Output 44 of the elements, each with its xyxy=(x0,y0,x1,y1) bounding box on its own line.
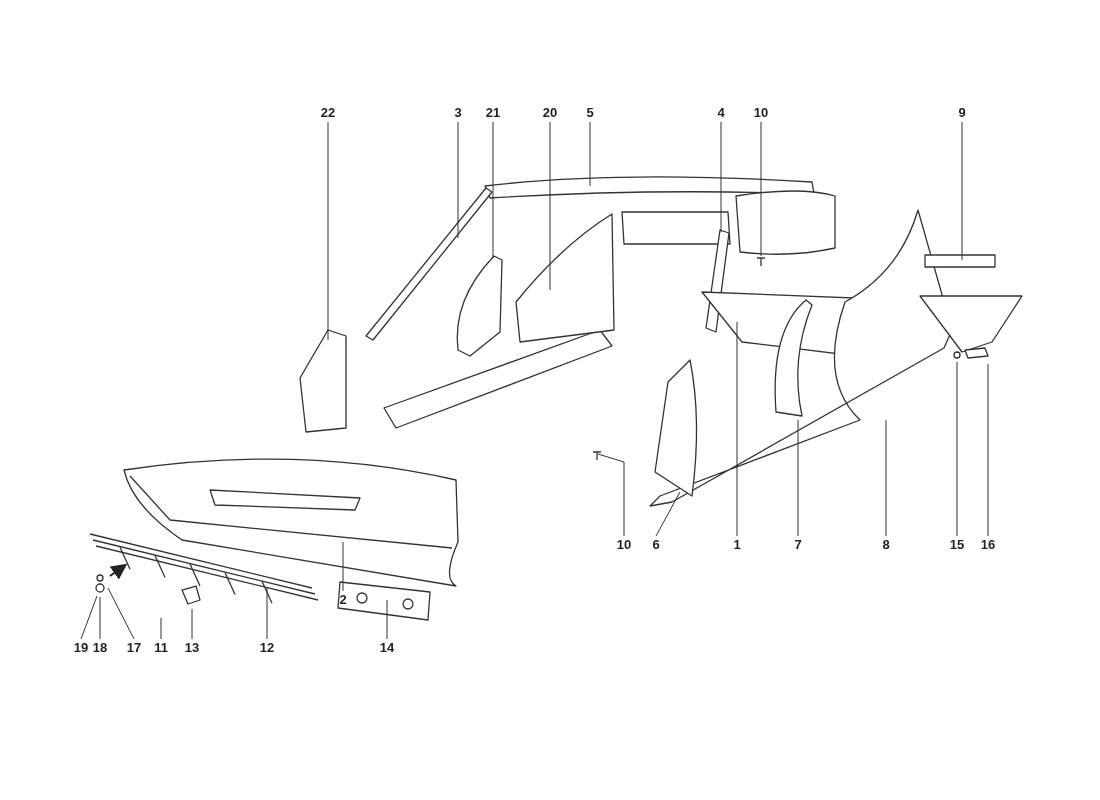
leader-line xyxy=(987,363,989,537)
callout-number: 15 xyxy=(943,537,971,553)
callout-number: 8 xyxy=(872,537,900,553)
leader-line xyxy=(549,121,551,291)
callout-number: 13 xyxy=(178,640,206,656)
callout-number: 6 xyxy=(642,537,670,553)
callout-number: 17 xyxy=(120,640,148,656)
callout-number: 1 xyxy=(723,537,751,553)
leader-line xyxy=(327,121,329,341)
leader-line xyxy=(961,121,963,261)
callout-number: 3 xyxy=(444,105,472,121)
callout-number: 20 xyxy=(536,105,564,121)
callout-number: 16 xyxy=(974,537,1002,553)
leader-line xyxy=(492,121,494,259)
leader-line xyxy=(760,121,762,257)
leader-line xyxy=(597,453,625,537)
callout-number: 2 xyxy=(329,592,357,608)
leader-line xyxy=(736,321,738,537)
callout-number: 9 xyxy=(948,105,976,121)
callout-number: 10 xyxy=(610,537,638,553)
leader-line xyxy=(885,419,887,537)
callout-number: 5 xyxy=(576,105,604,121)
leader-line xyxy=(80,595,98,640)
callout-number: 14 xyxy=(373,640,401,656)
callout-number: 12 xyxy=(253,640,281,656)
leader-line xyxy=(720,121,722,233)
callout-number: 11 xyxy=(147,640,175,656)
leader-line xyxy=(99,596,101,640)
callout-number: 22 xyxy=(314,105,342,121)
leader-line xyxy=(797,419,799,537)
callout-number: 21 xyxy=(479,105,507,121)
leader-line xyxy=(457,121,459,239)
leader-line xyxy=(107,587,135,640)
leader-line xyxy=(589,121,591,187)
leader-line xyxy=(191,608,193,640)
leader-line xyxy=(160,617,162,640)
callout-number: 10 xyxy=(747,105,775,121)
leader-line xyxy=(956,361,958,537)
callout-number: 7 xyxy=(784,537,812,553)
leader-line xyxy=(266,587,268,640)
leader-line xyxy=(386,599,388,640)
leader-line xyxy=(342,541,344,592)
leader-line xyxy=(655,491,681,537)
callout-number: 4 xyxy=(707,105,735,121)
